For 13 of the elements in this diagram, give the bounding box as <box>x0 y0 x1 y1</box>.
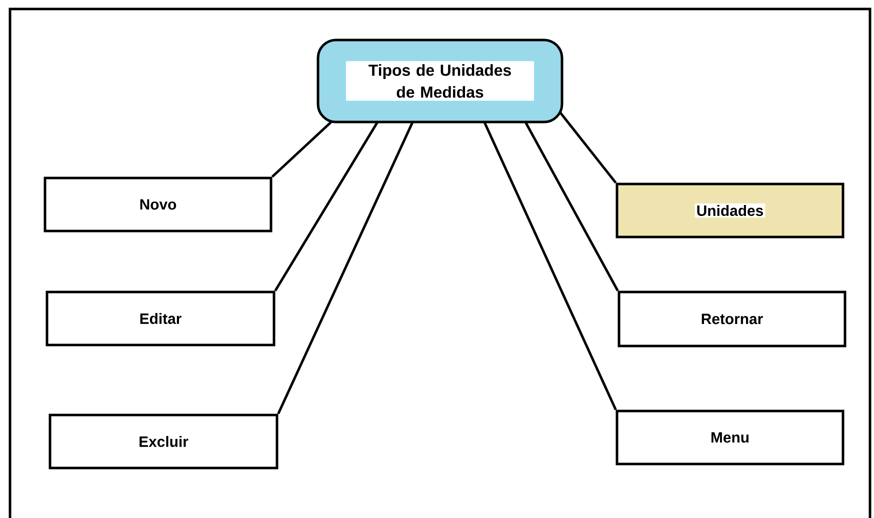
button-box: Novo <box>44 176 272 232</box>
button-box: Menu <box>616 410 844 466</box>
connector-line <box>277 120 414 414</box>
button-box: Excluir <box>48 414 278 470</box>
connector-line <box>274 120 380 292</box>
connector-line <box>271 120 333 178</box>
connector-line <box>482 120 617 410</box>
connector-line <box>559 111 617 184</box>
button-box: Editar <box>46 290 276 346</box>
connector-line <box>524 120 619 292</box>
button-box: Retornar <box>618 290 846 348</box>
button-box: Unidades <box>616 182 844 238</box>
title-box: Tipos de Unidades de Medidas <box>316 38 564 124</box>
